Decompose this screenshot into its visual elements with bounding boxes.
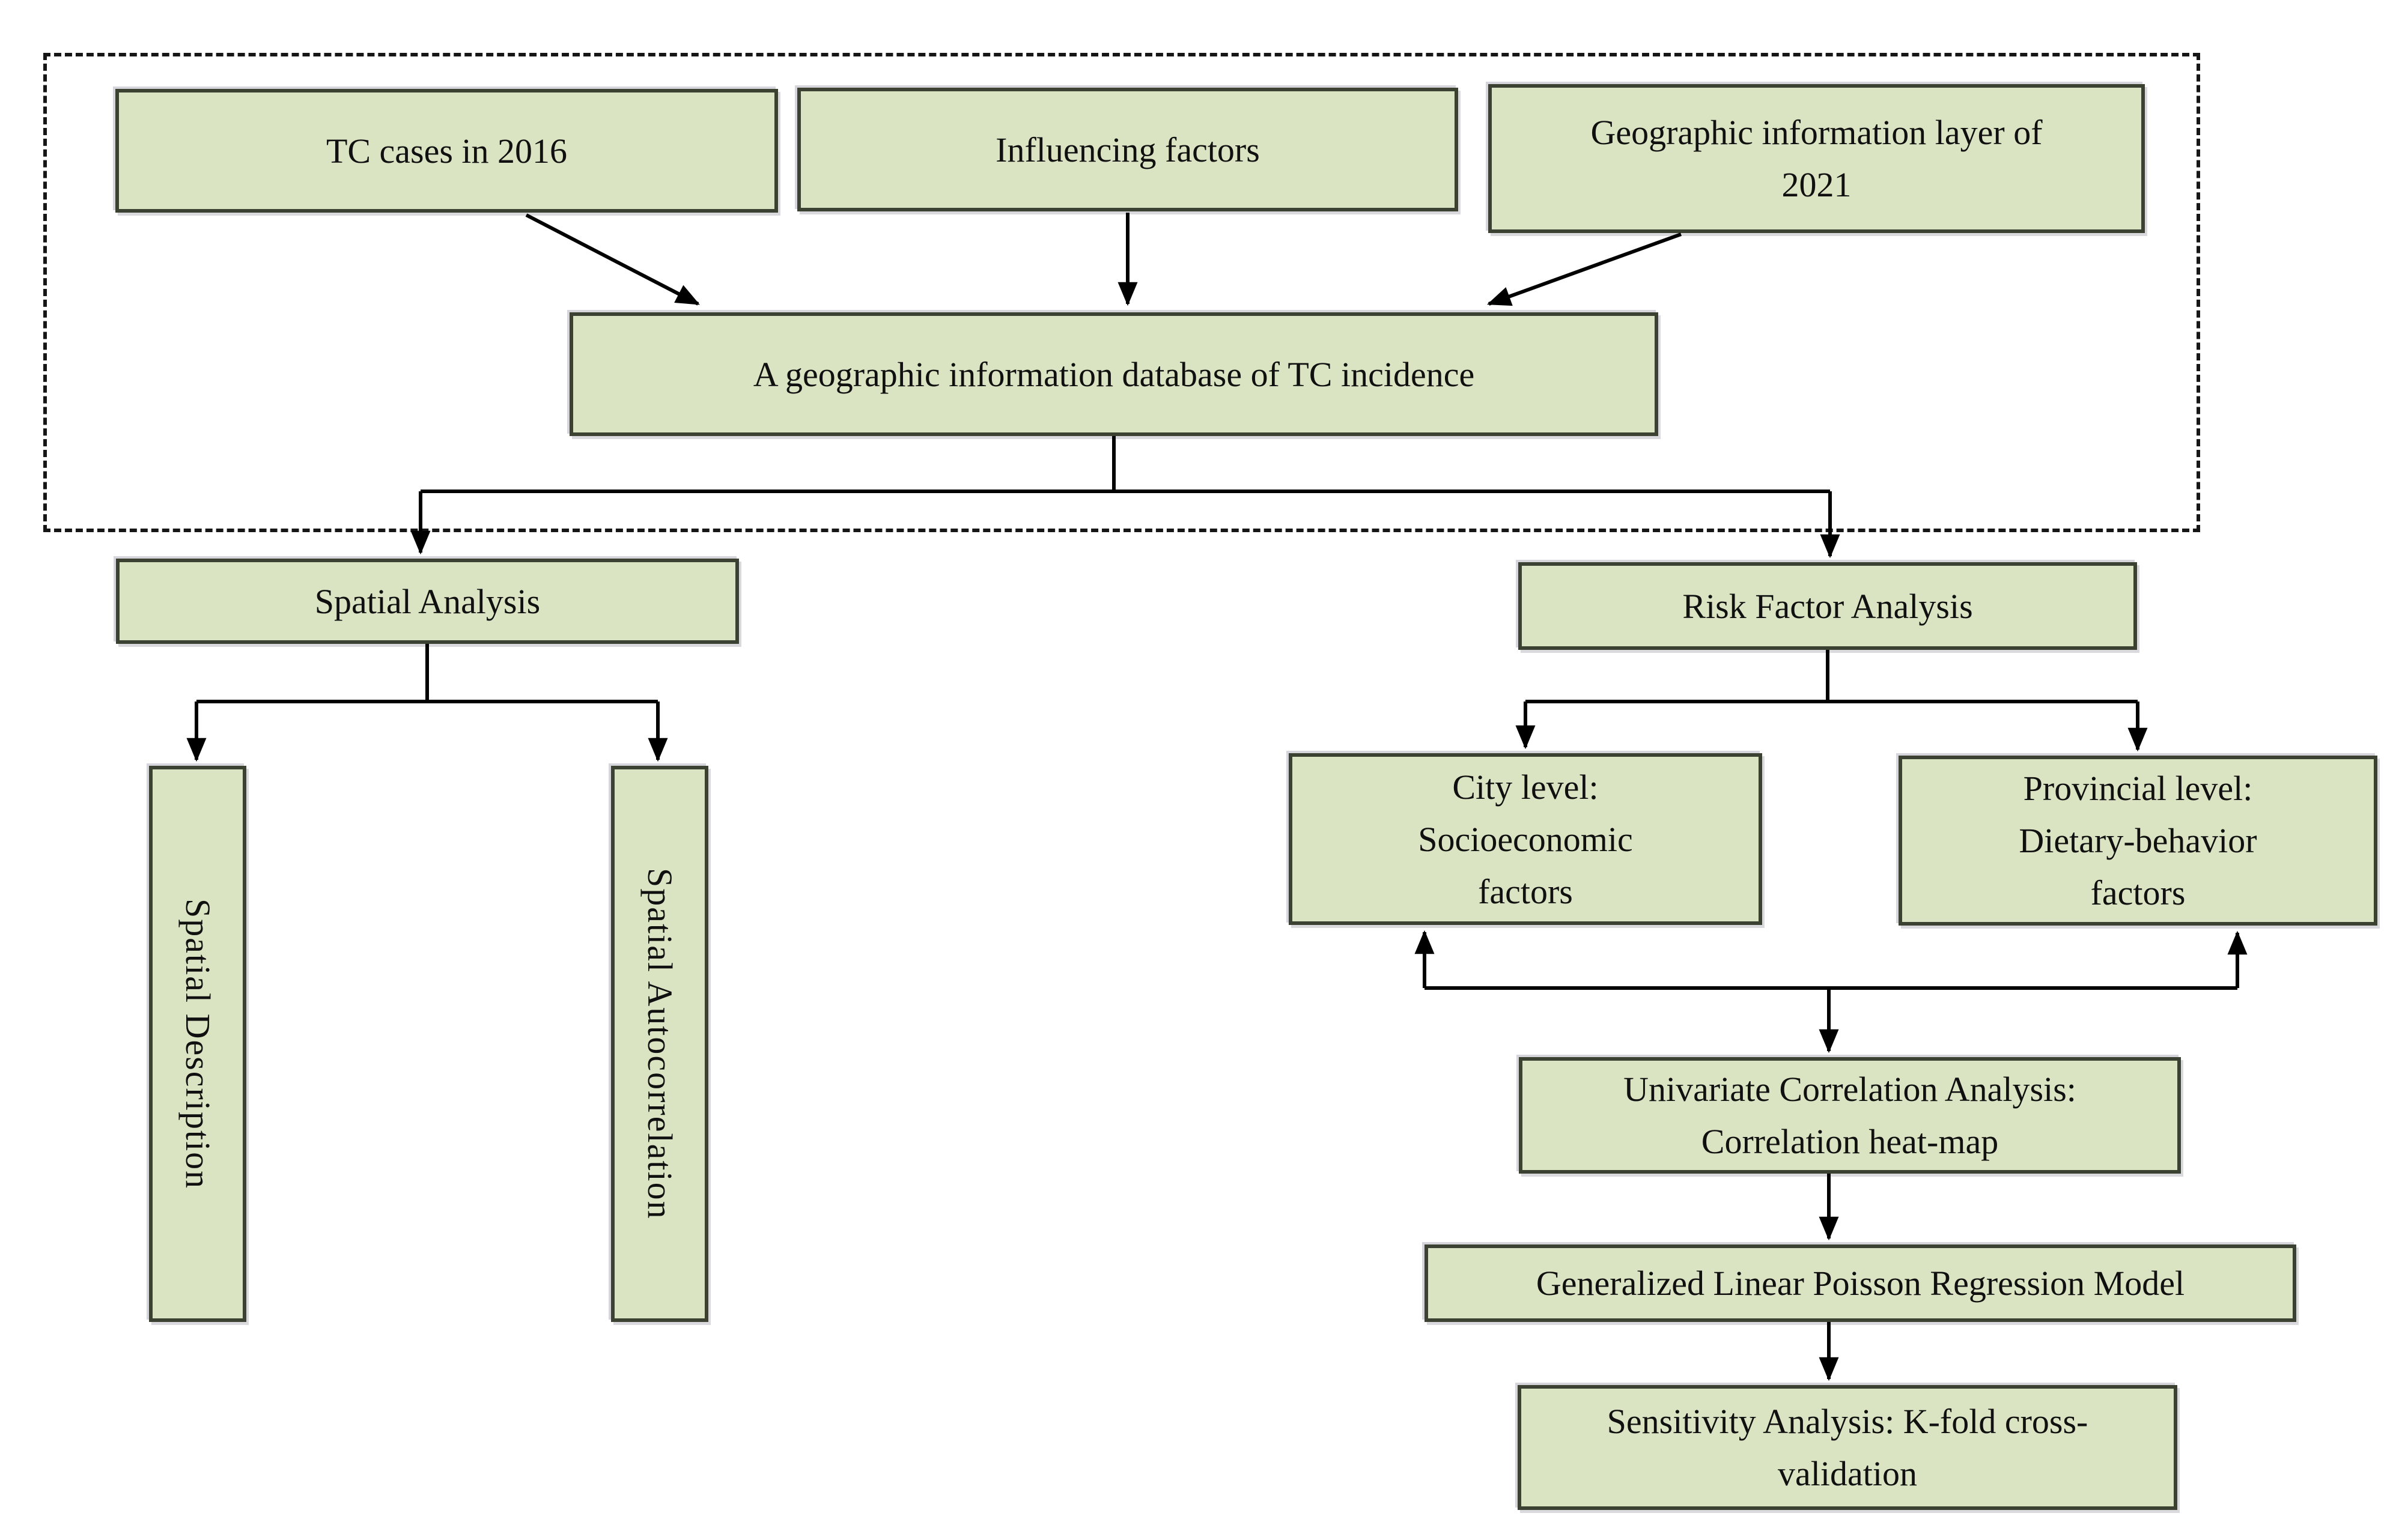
node-sensitivity-analysis: Sensitivity Analysis: K-fold cross- vali… <box>1518 1385 2177 1510</box>
node-generalized-linear-poisson: Generalized Linear Poisson Regression Mo… <box>1425 1244 2296 1322</box>
node-city-level-socioeconomic: City level: Socioeconomic factors <box>1289 753 1762 925</box>
dashed-group-border <box>43 53 2200 532</box>
node-tc-cases-2016: TC cases in 2016 <box>115 89 778 213</box>
node-univariate-correlation: Univariate Correlation Analysis: Correla… <box>1519 1057 2181 1174</box>
node-spatial-description: Spatial Description <box>149 766 246 1322</box>
node-provincial-level-dietary: Provincial level: Dietary-behavior facto… <box>1899 756 2377 926</box>
node-spatial-analysis: Spatial Analysis <box>116 559 739 644</box>
node-geographic-information-layer: Geographic information layer of 2021 <box>1488 84 2145 233</box>
node-spatial-autocorrelation: Spatial Autocorrelation <box>611 766 708 1322</box>
node-geographic-database: A geographic information database of TC … <box>570 312 1658 436</box>
node-influencing-factors: Influencing factors <box>797 88 1458 211</box>
node-risk-factor-analysis: Risk Factor Analysis <box>1518 562 2137 650</box>
